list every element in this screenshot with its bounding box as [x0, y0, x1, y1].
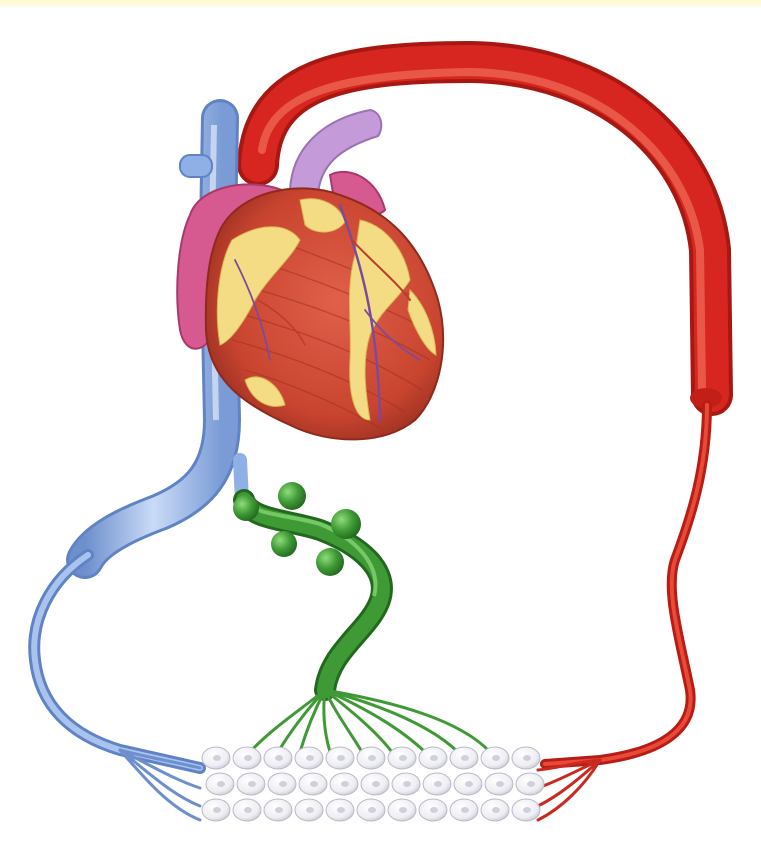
- tissue-cell-icon: [357, 799, 385, 821]
- tissue-cell-icon: [237, 773, 265, 795]
- tissue-cell-icon: [516, 773, 544, 795]
- tissue-cell-icon: [295, 799, 323, 821]
- lymphatic-pathway: [233, 482, 490, 752]
- arterial-pathway: [258, 62, 722, 820]
- tissue-cell-icon: [512, 799, 540, 821]
- tissue-cell-icon: [485, 773, 513, 795]
- tissue-cell-icon: [481, 747, 509, 769]
- vein-branch: [180, 155, 212, 177]
- tissue-cell-icon: [361, 773, 389, 795]
- venule: [34, 555, 200, 768]
- tissue-cell-icon: [202, 747, 230, 769]
- tissue-cells: [202, 747, 544, 821]
- tissue-cell-icon: [268, 773, 296, 795]
- tissue-cell-icon: [233, 799, 261, 821]
- tissue-cell-icon: [264, 747, 292, 769]
- tissue-cell-icon: [357, 747, 385, 769]
- tissue-cell-icon: [264, 799, 292, 821]
- tissue-cell-icon: [202, 799, 230, 821]
- tissue-cell-icon: [326, 747, 354, 769]
- tissue-cell-icon: [419, 799, 447, 821]
- tissue-cell-icon: [299, 773, 327, 795]
- tissue-cell-icon: [388, 799, 416, 821]
- tissue-cell-icon: [454, 773, 482, 795]
- tissue-cell-icon: [388, 747, 416, 769]
- tissue-cell-icon: [481, 799, 509, 821]
- tissue-cell-icon: [206, 773, 234, 795]
- tissue-cell-icon: [419, 747, 447, 769]
- tissue-cell-icon: [423, 773, 451, 795]
- lymphatic-capillaries: [250, 690, 490, 752]
- tissue-cell-icon: [326, 799, 354, 821]
- arteriole: [545, 405, 707, 764]
- arterial-capillaries: [538, 760, 600, 820]
- tissue-cell-icon: [512, 747, 540, 769]
- tissue-cell-icon: [392, 773, 420, 795]
- tissue-cell-icon: [330, 773, 358, 795]
- tissue-cell-icon: [450, 747, 478, 769]
- tissue-cell-icon: [450, 799, 478, 821]
- tissue-cell-icon: [295, 747, 323, 769]
- tissue-cell-icon: [233, 747, 261, 769]
